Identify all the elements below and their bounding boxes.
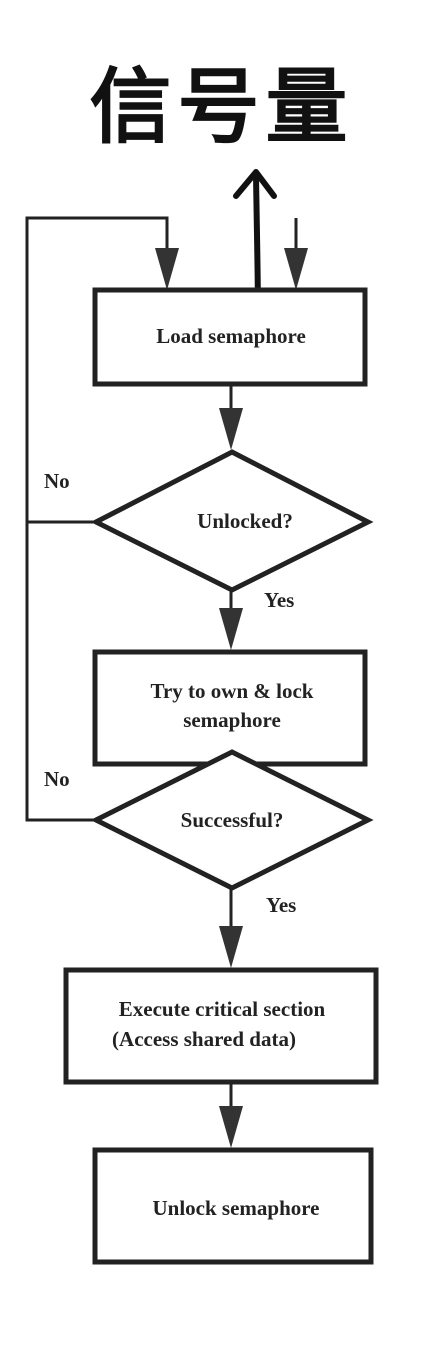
node-unlocked-decision: Unlocked?: [90, 449, 374, 593]
edge-critical-to-unlock: [219, 1082, 243, 1148]
unlocked-decision-label: Unlocked?: [197, 509, 293, 533]
critical-section-label-line1: Execute critical section: [119, 997, 326, 1021]
entry-arrow-right: [284, 218, 308, 290]
arrow-into-load-left: [155, 248, 179, 290]
try-lock-label-line2: semaphore: [183, 708, 281, 732]
node-critical-section: Execute critical section (Access shared …: [63, 967, 379, 1085]
node-unlock-semaphore: Unlock semaphore: [92, 1147, 374, 1265]
unlock-semaphore-label: Unlock semaphore: [152, 1196, 319, 1220]
edge-label-unlocked-yes: Yes: [264, 588, 294, 612]
successful-decision-label: Successful?: [181, 808, 284, 832]
edge-label-successful-yes: Yes: [266, 893, 296, 917]
edge-unlocked-to-trylock: [219, 590, 243, 650]
loop-back-connector: [25, 216, 179, 822]
edge-label-unlocked-no: No: [44, 469, 70, 493]
edge-successful-to-critical: [219, 888, 243, 968]
node-load-semaphore: Load semaphore: [92, 287, 368, 387]
try-lock-label-line1: Try to own & lock: [151, 679, 314, 703]
critical-section-label-line2: (Access shared data): [112, 1027, 296, 1051]
node-try-lock: Try to own & lock semaphore: [92, 649, 368, 767]
handwritten-annotation-title: 信号量: [89, 60, 354, 155]
edge-load-to-unlocked: [219, 384, 243, 450]
node-successful-decision: Successful?: [90, 749, 374, 891]
load-semaphore-label: Load semaphore: [156, 324, 306, 348]
edge-label-successful-no: No: [44, 767, 70, 791]
